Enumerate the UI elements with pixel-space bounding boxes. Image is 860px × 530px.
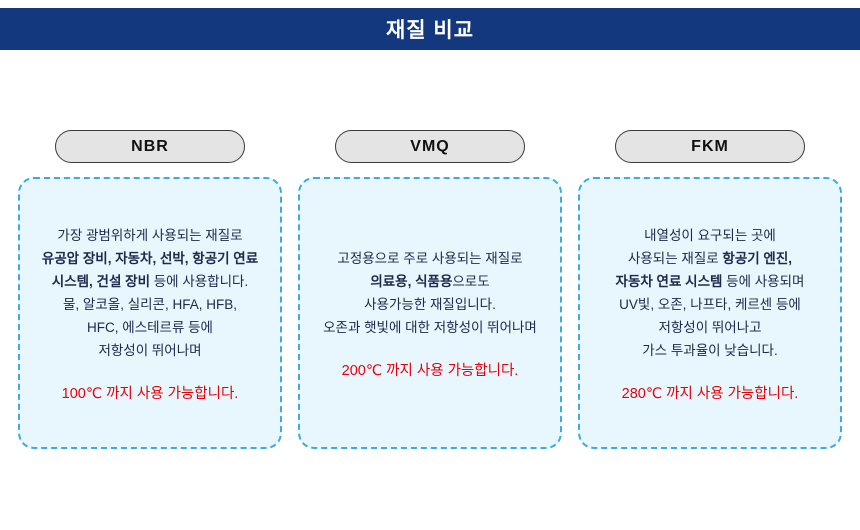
- material-pill-nbr: NBR: [55, 130, 245, 163]
- material-pill-fkm: FKM: [615, 130, 805, 163]
- description-line: 사용되는 재질로 항공기 엔진,: [627, 250, 793, 266]
- temperature-note: 200℃ 까지 사용 가능합니다.: [341, 362, 519, 379]
- material-label: NBR: [131, 137, 169, 155]
- description-line: 오존과 햇빛에 대한 저항성이 뛰어나며: [323, 319, 537, 335]
- description-line: 사용가능한 재질입니다.: [364, 296, 496, 312]
- description-line: 의료용, 식품용으로도: [370, 273, 490, 289]
- description-line: 가스 투과율이 낮습니다.: [642, 342, 778, 358]
- description-line: 저항성이 뛰어나며: [98, 342, 202, 358]
- description-line: 물, 알코올, 실리콘, HFA, HFB,: [63, 296, 237, 312]
- description-line: 고정용으로 주로 사용되는 재질로: [337, 250, 523, 266]
- description-line: 유공압 장비, 자동차, 선박, 항공기 연료: [41, 250, 259, 266]
- material-label: FKM: [691, 137, 729, 155]
- section-header: 재질 비교: [0, 8, 860, 50]
- description-line: UV빛, 오존, 나프타, 케르센 등에: [619, 296, 801, 312]
- description-line: 가장 광범위하게 사용되는 재질로: [57, 227, 243, 243]
- description-line: 내열성이 요구되는 곳에: [644, 227, 776, 243]
- material-label: VMQ: [410, 137, 450, 155]
- description-line: HFC, 에스테르류 등에: [87, 319, 213, 335]
- page-title: 재질 비교: [385, 19, 475, 42]
- description-line: 시스템, 건설 장비 등에 사용합니다.: [51, 273, 249, 289]
- description-line: 저항성이 뛰어나고: [658, 319, 762, 335]
- temperature-note: 100℃ 까지 사용 가능합니다.: [61, 385, 239, 402]
- material-pill-vmq: VMQ: [335, 130, 525, 163]
- temperature-note: 280℃ 까지 사용 가능합니다.: [621, 385, 799, 402]
- description-line: 자동차 연료 시스템 등에 사용되며: [615, 273, 805, 289]
